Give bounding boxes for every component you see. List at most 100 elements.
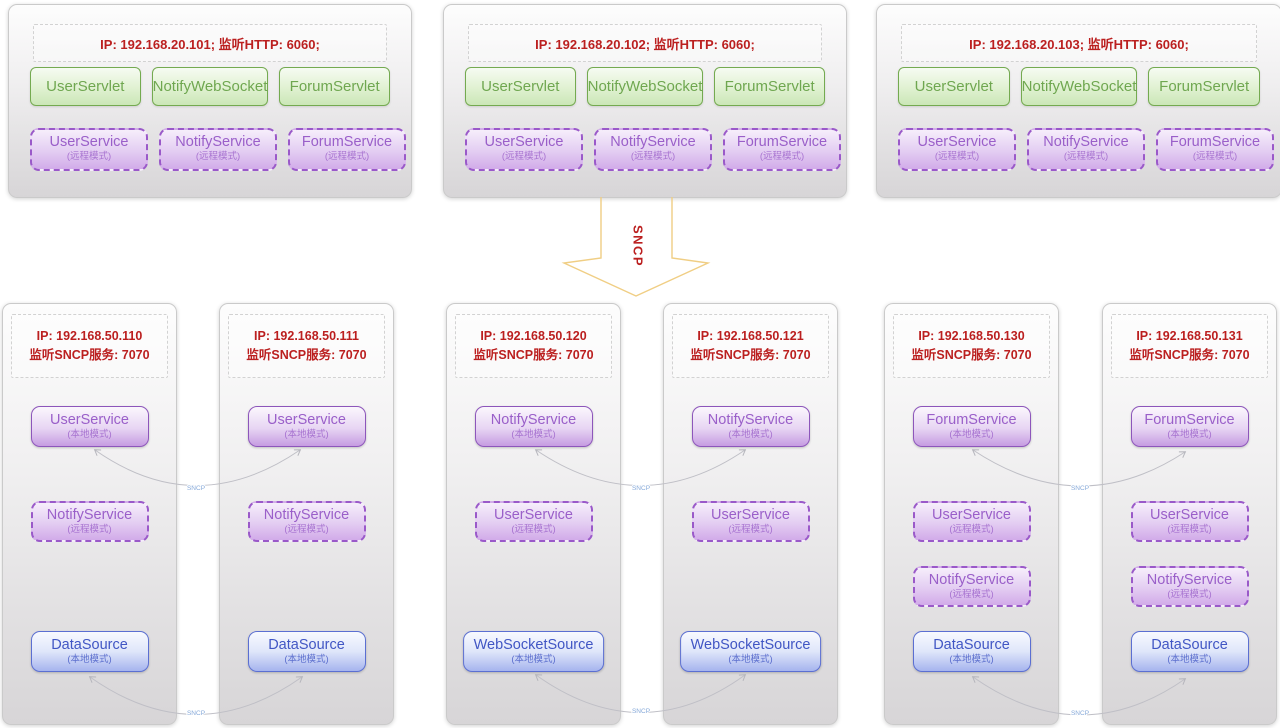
node-listen-label: 监听SNCP服务: 7070 <box>690 348 811 362</box>
datasource-box: DataSource (本地模式) <box>247 631 366 672</box>
servlet-box: UserServlet <box>898 67 1010 106</box>
peer-link-label: SNCP <box>187 485 205 492</box>
remote-service-box: UserService (远程模式) <box>474 501 593 542</box>
node-listen-label: 监听SNCP服务: 7070 <box>473 348 594 362</box>
servlet-label: NotifyWebSocket <box>1021 78 1137 95</box>
service-name: UserService <box>1150 507 1229 523</box>
service-name: NotifyService <box>928 572 1015 588</box>
node-header: IP: 192.168.50.111 监听SNCP服务: 7070 <box>228 314 385 378</box>
node-listen-label: 监听SNCP服务: 7070 <box>911 348 1032 362</box>
service-mode: (本地模式) <box>67 429 112 440</box>
remote-service-box: NotifyService (远程模式) <box>594 128 712 171</box>
service-mode: (本地模式) <box>284 654 329 665</box>
service-name: NotifyService <box>610 134 696 150</box>
node-listen-label: 监听SNCP服务: 7070 <box>246 348 367 362</box>
service-node-120: IP: 192.168.50.120 监听SNCP服务: 7070 Notify… <box>446 303 621 725</box>
service-row: UserService (远程模式) NotifyService (远程模式) … <box>898 128 1274 171</box>
remote-service-box: NotifyService (远程模式) <box>247 501 366 542</box>
service-name: DataSource <box>268 637 345 653</box>
service-mode: (本地模式) <box>949 654 994 665</box>
service-mode: (远程模式) <box>1192 151 1238 162</box>
service-mode: (远程模式) <box>759 151 805 162</box>
service-mode: (远程模式) <box>949 524 994 535</box>
datasource-box: DataSource (本地模式) <box>912 631 1031 672</box>
service-name: NotifyService <box>175 134 261 150</box>
servlet-row: UserServlet NotifyWebSocket ForumServlet <box>30 67 390 106</box>
service-mode: (本地模式) <box>728 654 773 665</box>
node-ip-label: IP: 192.168.20.103; 监听HTTP: 6060; <box>969 36 1189 52</box>
app-server-node-101: IP: 192.168.20.101; 监听HTTP: 6060; UserSe… <box>8 4 412 198</box>
node-listen-label: 监听SNCP服务: 7070 <box>1129 348 1250 362</box>
remote-service-box: UserService (远程模式) <box>1130 501 1249 542</box>
servlet-label: ForumServlet <box>1159 78 1250 95</box>
servlet-box: NotifyWebSocket <box>586 67 704 106</box>
node-ip-label: IP: 192.168.50.121 <box>697 329 804 343</box>
service-mode: (远程模式) <box>949 589 994 600</box>
websocketsource-box: WebSocketSource (本地模式) <box>679 631 822 672</box>
local-service-box: ForumService (本地模式) <box>1130 406 1249 447</box>
service-mode: (远程模式) <box>1167 524 1212 535</box>
servlet-label: NotifyWebSocket <box>152 78 268 95</box>
servlet-row: UserServlet NotifyWebSocket ForumServlet <box>465 67 825 106</box>
remote-service-box: ForumService (远程模式) <box>723 128 841 171</box>
node-header: IP: 192.168.50.131 监听SNCP服务: 7070 <box>1111 314 1268 378</box>
service-mode: (远程模式) <box>728 524 773 535</box>
node-listen-label: 监听SNCP服务: 7070 <box>29 348 150 362</box>
service-name: UserService <box>49 134 129 150</box>
remote-service-box: UserService (远程模式) <box>465 128 583 171</box>
datasource-box: DataSource (本地模式) <box>30 631 149 672</box>
service-mode: (本地模式) <box>511 654 556 665</box>
remote-service-box: NotifyService (远程模式) <box>159 128 277 171</box>
service-name: ForumService <box>736 134 828 150</box>
service-name: DataSource <box>933 637 1010 653</box>
servlet-label: ForumServlet <box>289 78 380 95</box>
websocketsource-box: WebSocketSource (本地模式) <box>462 631 605 672</box>
service-row: UserService (远程模式) NotifyService (远程模式) … <box>465 128 841 171</box>
servlet-box: ForumServlet <box>1148 67 1260 106</box>
service-node-121: IP: 192.168.50.121 监听SNCP服务: 7070 Notify… <box>663 303 838 725</box>
service-name: DataSource <box>1151 637 1228 653</box>
service-name: ForumService <box>1169 134 1261 150</box>
remote-service-box: NotifyService (远程模式) <box>30 501 149 542</box>
node-ip-label: IP: 192.168.50.111 <box>254 329 359 343</box>
servlet-row: UserServlet NotifyWebSocket ForumServlet <box>898 67 1260 106</box>
service-name: WebSocketSource <box>473 637 594 653</box>
service-mode: (远程模式) <box>501 151 547 162</box>
node-header: IP: 192.168.20.103; 监听HTTP: 6060; <box>901 24 1257 62</box>
service-mode: (本地模式) <box>284 429 329 440</box>
app-server-node-103: IP: 192.168.20.103; 监听HTTP: 6060; UserSe… <box>876 4 1280 198</box>
service-name: ForumService <box>926 412 1017 428</box>
service-mode: (远程模式) <box>284 524 329 535</box>
service-mode: (远程模式) <box>195 151 241 162</box>
local-service-box: ForumService (本地模式) <box>912 406 1031 447</box>
node-header: IP: 192.168.20.102; 监听HTTP: 6060; <box>468 24 822 62</box>
peer-link-label: SNCP <box>1071 485 1089 492</box>
node-ip-label: IP: 192.168.50.120 <box>480 329 587 343</box>
service-name: NotifyService <box>707 412 794 428</box>
service-mode: (远程模式) <box>324 151 370 162</box>
service-mode: (本地模式) <box>949 429 994 440</box>
peer-link-label: SNCP <box>632 485 650 492</box>
servlet-label: UserServlet <box>914 78 993 95</box>
servlet-box: NotifyWebSocket <box>1020 67 1138 106</box>
node-ip-label: IP: 192.168.50.110 <box>36 329 143 343</box>
service-mode: (本地模式) <box>728 429 773 440</box>
peer-link-label: SNCP <box>187 710 205 717</box>
local-service-box: UserService (本地模式) <box>247 406 366 447</box>
service-name: NotifyService <box>1043 134 1129 150</box>
service-mode: (远程模式) <box>67 524 112 535</box>
app-server-node-102: IP: 192.168.20.102; 监听HTTP: 6060; UserSe… <box>443 4 847 198</box>
service-name: WebSocketSource <box>690 637 811 653</box>
servlet-box: ForumServlet <box>279 67 390 106</box>
remote-service-box: NotifyService (远程模式) <box>1130 566 1249 607</box>
servlet-box: NotifyWebSocket <box>151 67 269 106</box>
service-mode: (本地模式) <box>511 429 556 440</box>
local-service-box: NotifyService (本地模式) <box>691 406 810 447</box>
node-ip-label: IP: 192.168.20.101; 监听HTTP: 6060; <box>100 36 320 52</box>
service-name: UserService <box>494 507 573 523</box>
service-name: ForumService <box>1144 412 1235 428</box>
service-mode: (远程模式) <box>1063 151 1109 162</box>
node-ip-label: IP: 192.168.50.131 <box>1136 329 1243 343</box>
service-mode: (本地模式) <box>1167 429 1212 440</box>
